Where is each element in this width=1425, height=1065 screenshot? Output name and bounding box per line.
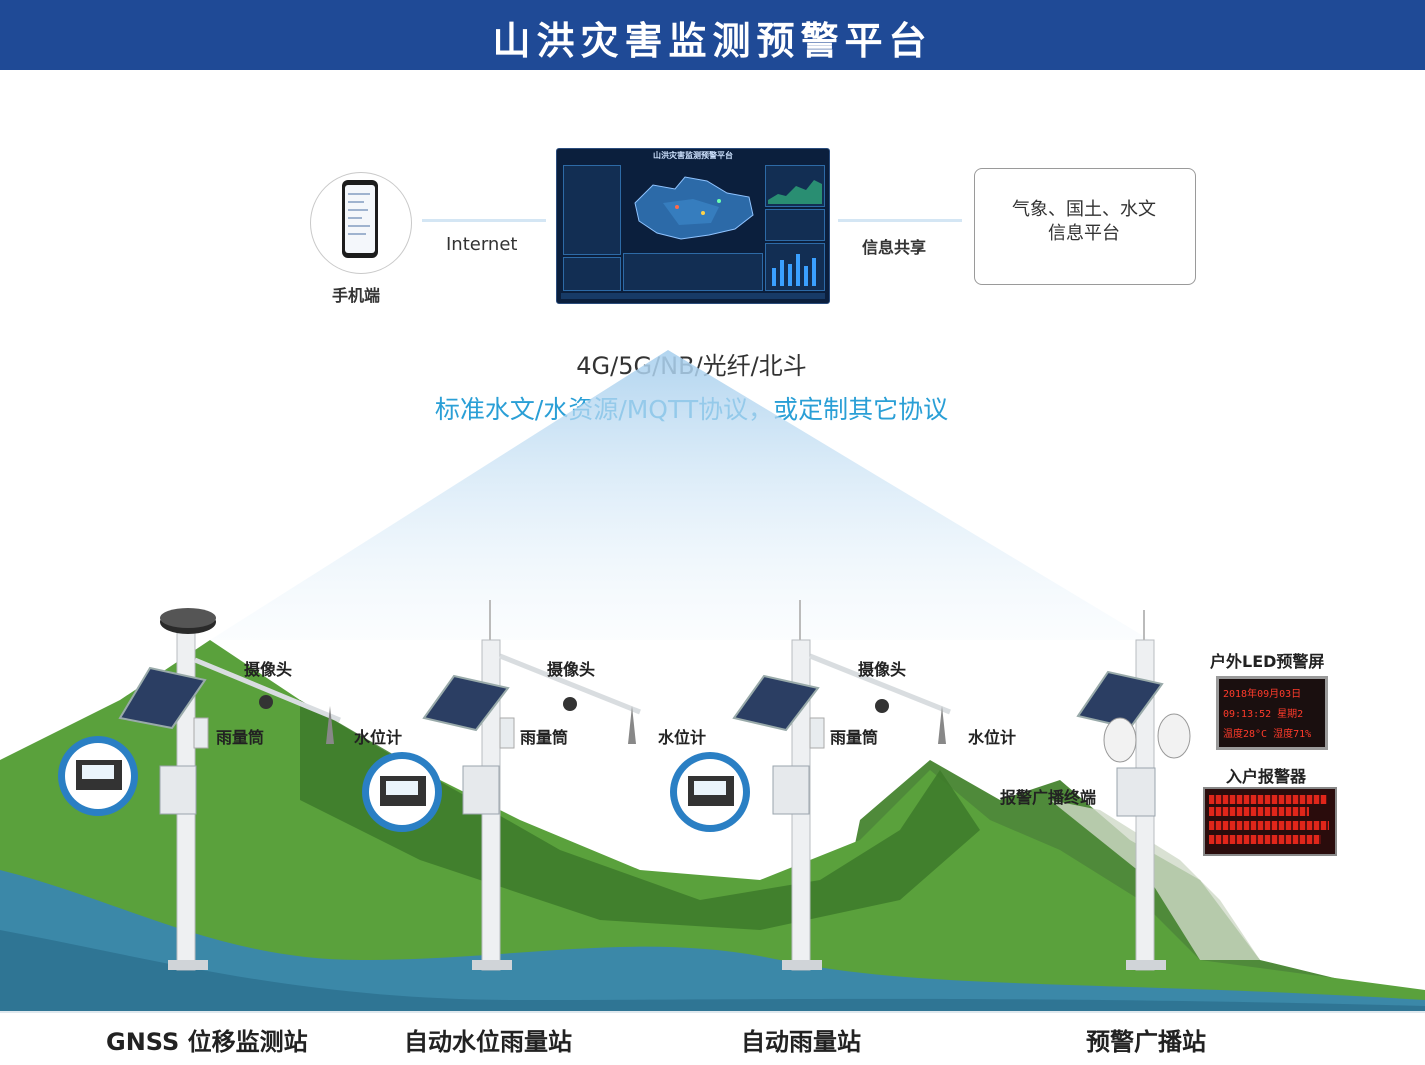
info-line-1: 气象、国土、水文 xyxy=(1012,199,1156,220)
station-label-rain: 自动雨量站 xyxy=(741,1028,861,1056)
mountain-main xyxy=(0,640,1425,1012)
camera-label-2: 摄像头 xyxy=(547,660,596,679)
outdoor-led-label: 户外LED预警屏 xyxy=(1210,652,1325,671)
station-rain xyxy=(670,600,951,971)
phone-label: 手机端 xyxy=(332,286,381,305)
phone-screen xyxy=(345,185,375,253)
water-level-label-1: 水位计 xyxy=(354,728,403,747)
info-line-2: 信息平台 xyxy=(1048,223,1120,244)
station-label-gnss: GNSS 位移监测站 xyxy=(106,1028,308,1056)
river xyxy=(0,870,1425,1012)
outdoor-led-screen: 2018年09月03日 09:13:52 星期2 温度28°C 湿度71% xyxy=(1216,676,1328,750)
led-date: 2018年09月03日 xyxy=(1223,689,1302,700)
led-temp: 温度28°C 湿度71% xyxy=(1223,729,1312,740)
station-label-water-rain: 自动水位雨量站 xyxy=(404,1028,572,1056)
page-title: 山洪灾害监测预警平台 xyxy=(492,19,933,63)
internet-label: Internet xyxy=(446,234,518,255)
camera-label-1: 摄像头 xyxy=(244,660,293,679)
connector-internet xyxy=(422,219,546,222)
dashboard-panel-left xyxy=(563,165,621,255)
rain-gauge-label-1: 雨量筒 xyxy=(216,728,265,747)
dashboard-map xyxy=(634,176,754,240)
dashboard-footer xyxy=(561,293,825,299)
indoor-alarm-screen xyxy=(1203,787,1337,856)
info-platform-text: 气象、国土、水文 信息平台 xyxy=(974,198,1194,246)
dashboard-panel-bottom xyxy=(623,253,763,291)
station-gnss xyxy=(58,608,341,971)
station-water-rain xyxy=(362,600,641,971)
connector-share xyxy=(838,219,962,222)
station-label-broadcast: 预警广播站 xyxy=(1086,1028,1206,1056)
led-time: 09:13:52 星期2 xyxy=(1223,709,1304,720)
dashboard-title: 山洪灾害监测预警平台 xyxy=(653,151,733,160)
platform-dashboard: 山洪灾害监测预警平台 xyxy=(556,148,830,304)
station-broadcast xyxy=(1076,610,1191,971)
share-label: 信息共享 xyxy=(862,238,927,257)
rain-gauge-label-2: 雨量筒 xyxy=(520,728,569,747)
indoor-alarm-label: 入户报警器 xyxy=(1226,767,1307,786)
mountain-shadow xyxy=(300,700,980,930)
dashboard-panel-right1 xyxy=(765,165,825,207)
signal-beam xyxy=(210,350,1150,640)
water-level-label-2: 水位计 xyxy=(658,728,707,747)
camera-label-3: 摄像头 xyxy=(858,660,907,679)
header-bar xyxy=(0,0,1425,70)
broadcast-terminal-label: 报警广播终端 xyxy=(1000,788,1097,807)
rain-gauge-label-3: 雨量筒 xyxy=(830,728,879,747)
info-platform-box xyxy=(974,168,1196,285)
dashboard-panel-left2 xyxy=(563,257,621,291)
dashboard-panel-right3 xyxy=(765,243,825,291)
water-level-label-3: 水位计 xyxy=(968,728,1017,747)
dashboard-panel-right2 xyxy=(765,209,825,241)
